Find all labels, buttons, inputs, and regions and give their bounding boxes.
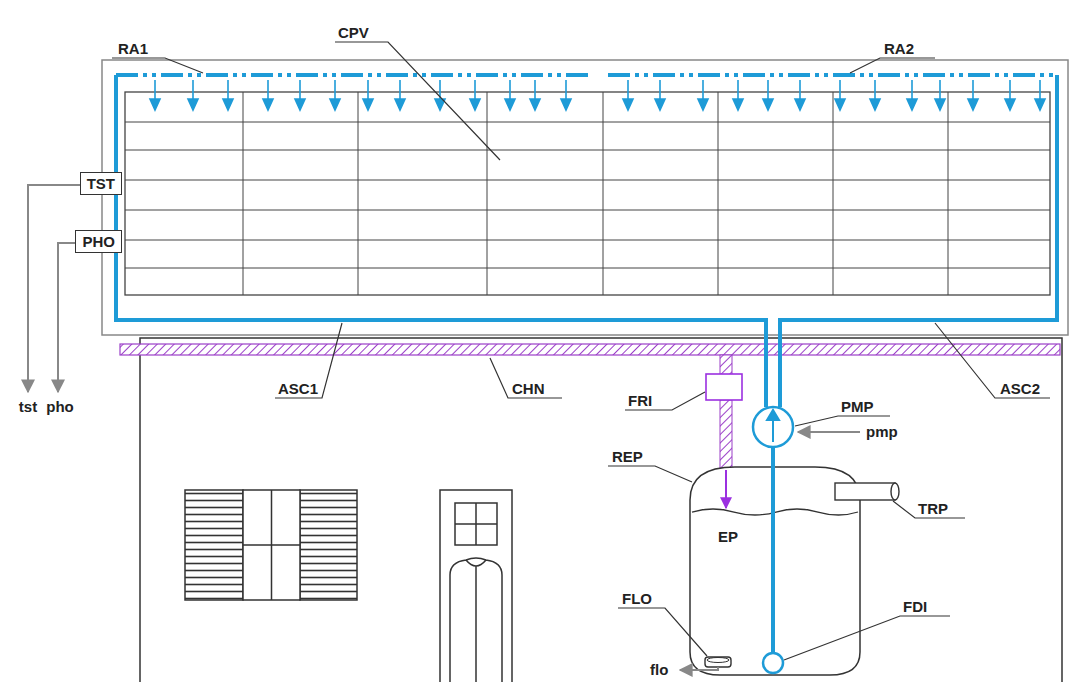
leader-line [335,42,500,160]
window-cross [243,490,300,600]
part-label: FLO [622,590,652,607]
door [440,490,512,682]
sprinkler-ramp [116,73,592,77]
supply-pipe [780,75,1057,407]
part-label: ASC2 [1000,380,1040,397]
leader-line [850,58,935,73]
leader-line [784,616,950,660]
part-label: RA2 [884,40,914,57]
part-label: FRI [628,392,652,409]
door-panel [450,558,502,682]
pump [753,407,793,447]
downpipe [720,400,732,470]
part-label: CPV [338,24,369,41]
float-switch [705,657,731,667]
signal-wire [28,185,90,392]
part-label: CHN [512,380,545,397]
signal-wire [58,243,90,392]
pv-panel [125,92,1050,295]
sensor-box: TST [80,172,122,195]
part-label: REP [612,448,643,465]
leader-line [935,323,1050,398]
sensor-name: TST [87,175,115,192]
leader-line [608,466,692,482]
filter [706,374,742,400]
pv-cell-grid [125,92,1050,295]
supply-pipe [116,75,766,407]
panel-frame [102,60,1068,335]
sprinkler-ramp [608,73,1057,77]
suction-pipe [771,447,775,653]
door-window [455,503,497,545]
leader-line [490,358,562,398]
inflow-arrow [725,470,727,508]
gutter [120,344,1060,355]
part-label: ASC1 [278,380,318,397]
sprinkler-arrows [150,80,1045,110]
pump-arrow [767,410,779,442]
house-wall [140,338,1062,682]
float-switch-top [707,658,729,663]
leader-line [112,58,203,73]
door-window-cross [455,503,497,545]
overflow-pipe-end [891,483,899,500]
leader-lines [112,42,1050,660]
window-shutter [300,490,357,600]
part-label: pmp [866,423,898,440]
window-shutter [185,490,243,600]
signal-wire [680,667,718,670]
part-label: TRP [918,500,948,517]
part-label: flo [650,661,668,678]
foot-valve [763,653,783,673]
leader-line [893,501,965,518]
part-label: PMP [841,398,874,415]
overflow-pipe [835,483,895,500]
sensor-box: PHO [75,230,122,253]
leader-line [275,323,342,398]
part-label: RA1 [118,40,148,57]
sensor-name: PHO [82,233,115,250]
part-label: FDI [903,598,927,615]
part-label: EP [718,528,738,545]
leader-line [625,392,705,410]
part-label: tst [19,398,37,415]
window-pane [243,490,300,600]
downpipe [720,355,732,375]
leader-line [618,608,707,656]
signal-wire [798,431,860,433]
part-label: pho [46,398,74,415]
